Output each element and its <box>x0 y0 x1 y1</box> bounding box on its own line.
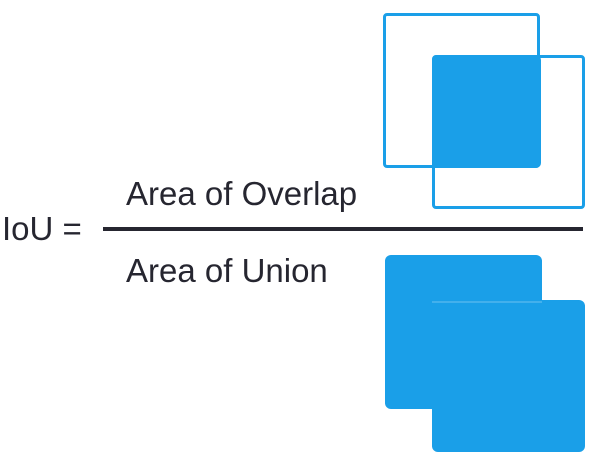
numerator-label: Area of Overlap <box>126 175 358 212</box>
denominator-label: Area of Union <box>126 252 328 289</box>
iou-equals-label: IoU = <box>2 210 82 247</box>
union-seam <box>432 301 542 303</box>
union-box-b <box>432 300 585 452</box>
intersection-fill <box>432 55 541 168</box>
fraction-bar <box>103 227 583 231</box>
